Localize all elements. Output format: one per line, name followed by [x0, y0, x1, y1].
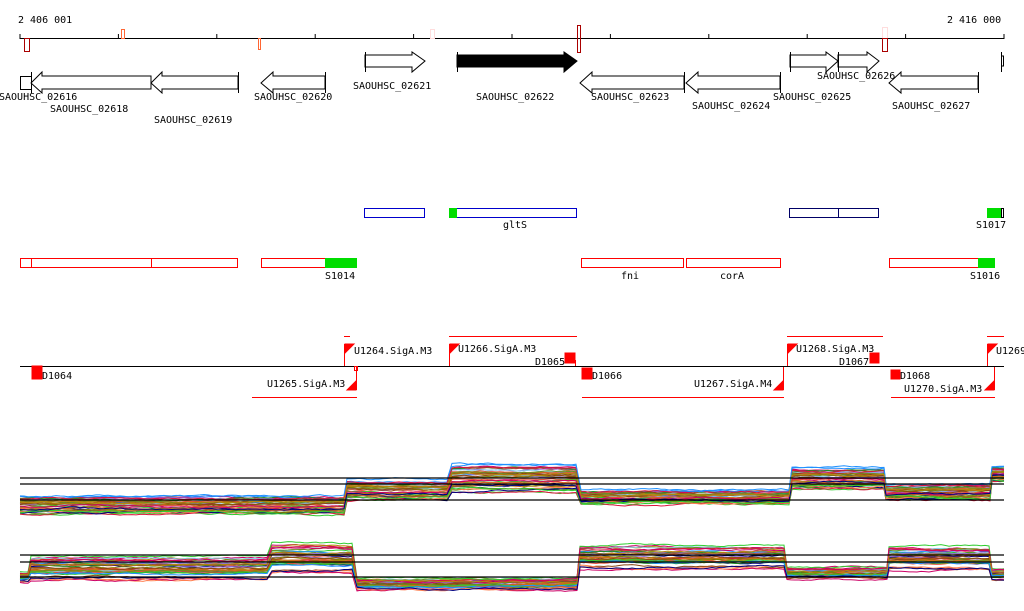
expression-series: [19, 471, 1005, 505]
expression-panel-forward: [19, 462, 1005, 517]
promoter-label: U1267.SigA.M4: [694, 379, 772, 390]
promoter-D1065[interactable]: [564, 352, 576, 364]
gene-02624[interactable]: [685, 70, 781, 95]
gene-label: SAOUHSC_02623: [591, 92, 669, 103]
ruler-mark: [121, 29, 125, 39]
promoter-label: D1067: [839, 357, 869, 368]
promoter-U1266[interactable]: [449, 343, 461, 366]
promoter-D1066[interactable]: [581, 367, 593, 380]
gene-track: [20, 51, 1004, 95]
promoter-label: D1065: [535, 357, 565, 368]
expression-series: [19, 547, 1005, 584]
promoter-D1067[interactable]: [869, 352, 880, 364]
ruler-start-label: 2 406 001: [18, 15, 72, 26]
gene-02622[interactable]: [456, 51, 578, 74]
gene-label: SAOUHSC_02620: [254, 92, 332, 103]
ruler-end-label: 2 416 000: [947, 15, 1001, 26]
gene-02619[interactable]: [150, 70, 239, 95]
gene-label: SAOUHSC_02626: [817, 71, 895, 82]
feature-fni[interactable]: [581, 258, 684, 268]
gene-label: SAOUHSC_02622: [476, 92, 554, 103]
feature-label: S1014: [325, 271, 355, 282]
gene-label: SAOUHSC_02618: [50, 104, 128, 115]
feature-box[interactable]: [789, 208, 879, 218]
ruler-mark: [258, 38, 261, 50]
expression-series: [19, 564, 1005, 592]
expression-series: [19, 479, 1005, 515]
expression-series: [19, 462, 1005, 498]
promoter-label: D1068: [900, 371, 930, 382]
promoter-U1267[interactable]: [772, 367, 784, 391]
gene-label: SAOUHSC_02627: [892, 101, 970, 112]
feature-S1017[interactable]: [987, 208, 1001, 218]
feature-box[interactable]: [364, 208, 425, 218]
gene-label: SAOUHSC_02616: [0, 92, 77, 103]
gene-labels: SAOUHSC_02616 SAOUHSC_02618 SAOUHSC_0261…: [0, 71, 970, 126]
feature-corA[interactable]: [686, 258, 781, 268]
expression-series: [20, 558, 1005, 588]
expression-series: [20, 479, 1005, 514]
expression-series: [19, 474, 1005, 509]
feature-label: corA: [720, 271, 744, 282]
promoter-label: U1268.SigA.M3: [796, 344, 874, 355]
expression-series: [19, 480, 1005, 516]
ruler: 2 406 001 2 416 000: [18, 15, 1005, 53]
feature-label: S1017: [976, 220, 1006, 231]
feature-box[interactable]: [20, 258, 238, 268]
ruler-mark: [24, 38, 30, 52]
gene-02616[interactable]: [20, 76, 32, 90]
gene-label: SAOUHSC_02625: [773, 92, 851, 103]
promoter-U1268[interactable]: [787, 343, 799, 366]
feature-gltS[interactable]: [449, 208, 577, 218]
promoter-U1269[interactable]: [987, 343, 999, 366]
promoter-label: D1064: [42, 371, 72, 382]
promoter-D1068[interactable]: [890, 369, 901, 380]
gene-02623[interactable]: [579, 70, 685, 95]
feature-label: gltS: [503, 220, 527, 231]
expression-series: [19, 559, 1005, 588]
promoter-label: U1264.SigA.M3: [354, 346, 432, 357]
gene-02626[interactable]: [837, 51, 880, 74]
gene-02621[interactable]: [364, 51, 426, 74]
feature-track-forward: gltS S1017: [364, 208, 1006, 231]
gene-02625[interactable]: [789, 51, 839, 74]
promoter-label: U1266.SigA.M3: [458, 344, 536, 355]
expression-series: [19, 541, 1004, 581]
feature-label: fni: [621, 271, 639, 282]
gene-label: SAOUHSC_02619: [154, 115, 232, 126]
ruler-mark: [882, 27, 888, 39]
expression-series: [19, 550, 1005, 585]
gene-label: SAOUHSC_02621: [353, 81, 431, 92]
promoter-U1264[interactable]: [344, 343, 356, 366]
promoter-label: U1265.SigA.M3: [267, 379, 345, 390]
gene-label: SAOUHSC_02624: [692, 101, 770, 112]
promoter-label: U1269: [996, 346, 1024, 357]
ruler-mark: [882, 38, 888, 52]
gene-02618[interactable]: [30, 70, 152, 95]
ruler-mark: [577, 25, 581, 53]
promoter-track: D1064 U1264.SigA.M3 U1265.SigA.M3 U1266.…: [20, 336, 1024, 398]
gene-02627[interactable]: [888, 70, 979, 95]
promoter-U1270[interactable]: [983, 367, 995, 391]
ruler-mark: [430, 29, 435, 39]
promoter-D1064[interactable]: [31, 365, 43, 380]
gene-02620[interactable]: [260, 70, 326, 95]
expression-series: [19, 474, 1005, 511]
expression-panel-reverse: [19, 541, 1005, 592]
feature-track-reverse: S1014 fni corA S1016: [20, 258, 1000, 282]
promoter-label: U1270.SigA.M3: [904, 384, 982, 395]
expression-series: [20, 474, 1004, 510]
feature-label: S1016: [970, 271, 1000, 282]
expression-series: [19, 473, 1005, 509]
promoter-label: D1066: [592, 371, 622, 382]
